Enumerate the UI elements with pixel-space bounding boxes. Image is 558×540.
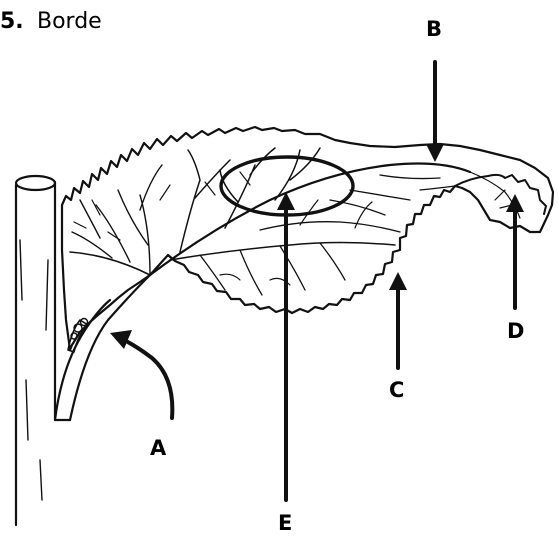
question-title: Borde [37, 9, 102, 34]
arrow-a [110, 330, 172, 418]
arrow-d [506, 194, 524, 308]
arrow-e [277, 192, 295, 500]
leaf-blade [62, 127, 553, 350]
label-c: C [389, 378, 404, 402]
question-number: 5. [0, 9, 24, 34]
label-a: A [150, 436, 167, 460]
label-b: B [426, 17, 442, 41]
arrow-b [426, 62, 444, 162]
label-d: D [507, 319, 524, 343]
arrow-c [389, 272, 407, 368]
label-e: E [278, 511, 292, 535]
leaf-veins [70, 148, 520, 295]
